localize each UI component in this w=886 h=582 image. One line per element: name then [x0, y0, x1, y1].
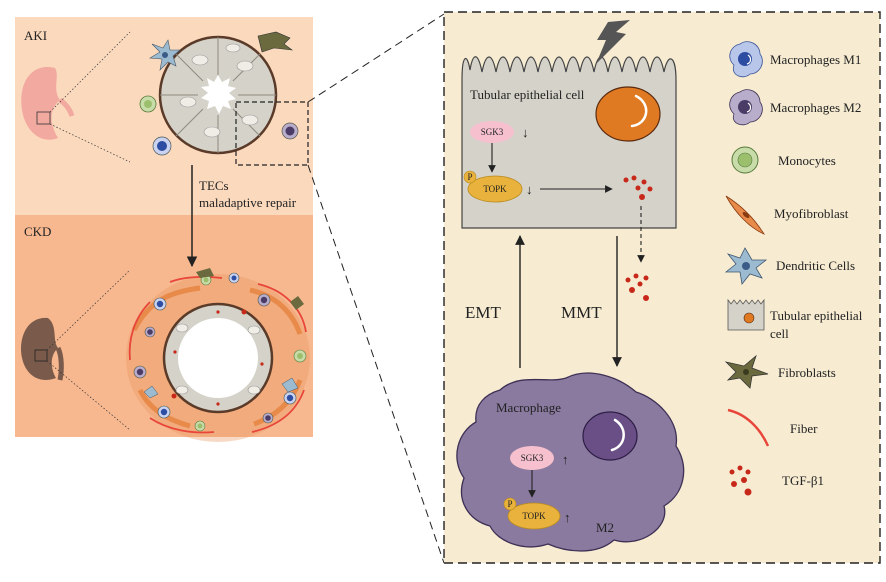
legend-label-8: TGF-β1 — [782, 473, 824, 488]
legend-fibroblast-icon — [724, 354, 769, 389]
m2-label: M2 — [596, 520, 614, 535]
ckd-label: CKD — [24, 224, 51, 239]
legend-macrophage-m1-icon — [729, 41, 763, 78]
legend-label-0: Macrophages M1 — [770, 52, 861, 67]
topk-top-node: P TOPK — [463, 170, 523, 203]
aki-macrophage-m1-icon — [152, 136, 172, 156]
legend-fiber-icon — [727, 408, 770, 447]
sgk3-bottom-label: SGK3 — [521, 453, 544, 463]
healthy-kidney-icon — [21, 67, 75, 140]
mmt-label: MMT — [561, 303, 602, 322]
ckd-fibrotic-tubule — [126, 274, 310, 442]
topk-top-trend: ↓ — [526, 182, 533, 197]
topk-bottom-trend: ↑ — [564, 510, 571, 525]
legend-label-1: Macrophages M2 — [770, 100, 861, 115]
topk-bottom-node: P TOPK — [503, 497, 561, 530]
legend-label-4: Dendritic Cells — [776, 258, 855, 273]
phospho-bottom-label: P — [507, 499, 512, 509]
sgk3-top-label: SGK3 — [481, 127, 504, 137]
zoom-connector-top — [307, 13, 445, 103]
legend: Macrophages M1 Macrophages M2 Monocytes … — [724, 41, 863, 496]
legend-myofibroblast-icon — [725, 195, 766, 235]
legend-tubular-epithelial-cell-icon — [727, 298, 765, 331]
topk-top-label: TOPK — [483, 184, 507, 194]
zoom-connector-bottom — [307, 164, 445, 564]
legend-label-5a: Tubular epithelial — [770, 308, 863, 323]
legend-label-6: Fibroblasts — [778, 365, 836, 380]
transition-label-line2: maladaptive repair — [199, 195, 297, 210]
ckd-immune-cells — [133, 268, 307, 432]
tgf-beta1-cluster-secreted — [625, 273, 649, 301]
sgk3-top-node: SGK3 — [470, 121, 514, 143]
tgf-beta1-cluster-cell — [623, 175, 653, 200]
left-panel: AKI CKD — [15, 17, 313, 442]
phospho-top-label: P — [467, 172, 472, 182]
legend-label-2: Monocytes — [778, 153, 836, 168]
legend-label-3: Myofibroblast — [774, 206, 849, 221]
legend-label-7: Fiber — [790, 421, 818, 436]
aki-fibroblast-icon — [257, 31, 294, 53]
aki-monocyte-icon — [139, 95, 157, 113]
lightning-icon — [596, 20, 630, 64]
cell-title: Tubular epithelial cell — [470, 87, 585, 102]
legend-label-5b: cell — [770, 326, 789, 341]
zoom-box — [235, 101, 309, 166]
macrophage-title: Macrophage — [496, 400, 561, 415]
macrophage-nucleus — [582, 411, 638, 461]
legend-monocyte-icon — [731, 146, 759, 174]
aki-macrophage-m2-icon — [281, 122, 299, 140]
transition-label-line1: TECs — [199, 178, 229, 193]
aki-dendritic-cell-icon — [149, 39, 181, 71]
legend-tgf-beta1-icon — [729, 465, 752, 496]
legend-macrophage-m2-icon — [729, 89, 763, 126]
sgk3-bottom-trend: ↑ — [562, 452, 569, 467]
aki-label: AKI — [24, 28, 47, 43]
emt-label: EMT — [465, 303, 502, 322]
epithelial-nucleus — [595, 86, 661, 142]
ckd-panel — [15, 215, 313, 437]
diseased-kidney-icon — [21, 317, 64, 381]
sgk3-top-trend: ↓ — [522, 125, 529, 140]
sgk3-bottom-node: SGK3 — [510, 446, 554, 470]
aki-tubule — [158, 35, 278, 155]
topk-bottom-label: TOPK — [522, 511, 546, 521]
legend-dendritic-cell-icon — [724, 247, 768, 285]
